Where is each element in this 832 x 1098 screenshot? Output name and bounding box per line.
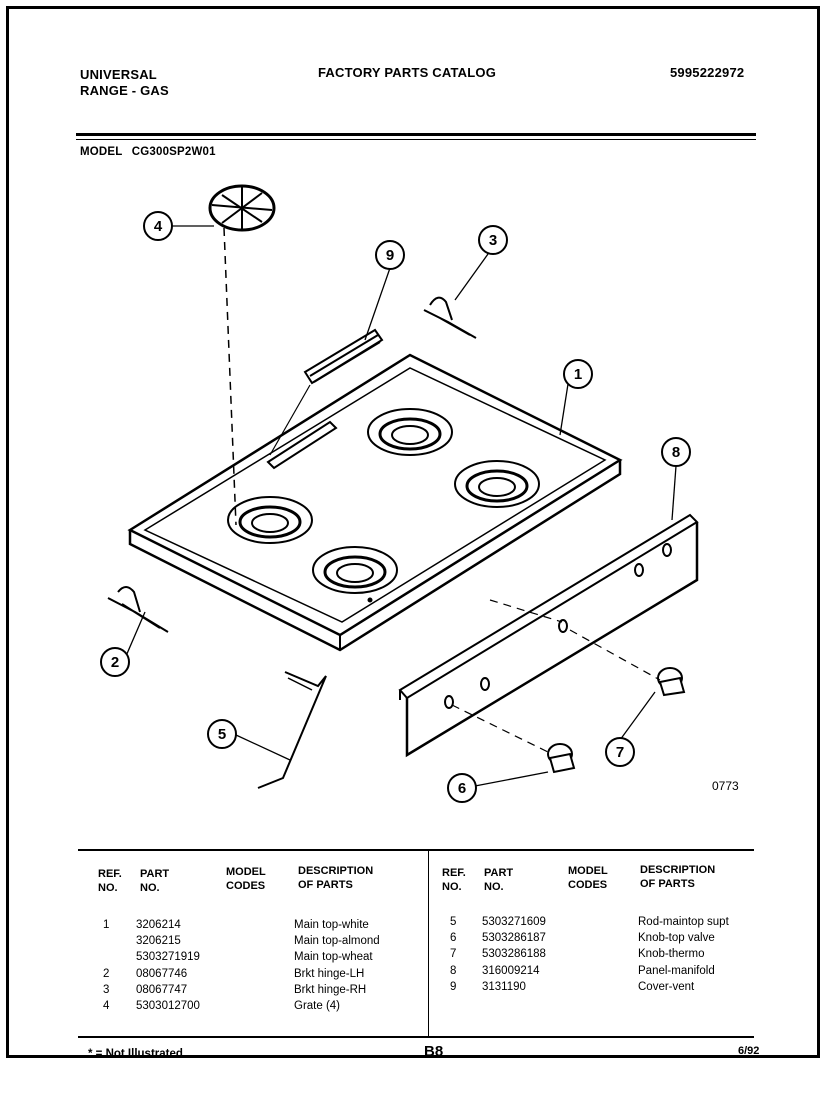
not-illustrated-note: * = Not Illustrated [88,1048,183,1060]
part-ref: 2 [103,967,110,980]
callouts: 4 9 3 1 8 2 5 7 6 [100,211,691,803]
knob-top-valve [547,743,576,774]
main-top [127,353,623,652]
part-desc: Main top-almond [294,935,380,948]
part-desc: Main top-wheat [294,951,373,964]
part-ref: 1 [103,919,110,931]
part-desc: Knob-thermo [638,948,705,961]
knob-thermo [657,667,686,697]
callout-4: 4 [154,218,163,235]
callout-7: 7 [616,744,624,761]
part-desc: Cover-vent [638,980,695,993]
hdr-desc-right: DESCRIPTION OF PARTS [640,864,716,890]
part-ref: 7 [450,948,457,961]
part-ref: 9 [450,980,457,993]
hdr-part-right: PART NO. [484,867,514,893]
hdr-model-right: MODEL CODES [568,865,608,891]
catalog-number: 5995222972 [670,65,745,80]
part-part: 5303286188 [482,948,546,961]
part-part: 5303012700 [136,1000,200,1012]
part-part: 08067747 [136,983,188,996]
burner-rear-left [227,496,313,544]
callout-3: 3 [489,232,497,249]
hdr-ref-left: REF. NO. [98,868,122,894]
part-desc: Rod-maintop supt [638,916,729,928]
page-border [6,6,820,1058]
hinge-rh [423,296,477,339]
part-part: 3206215 [136,935,181,948]
brand-line-1: UNIVERSAL [80,67,157,82]
table-top-rule [78,849,754,851]
figure-code: 0773 [712,779,739,793]
callout-2: 2 [111,654,119,671]
callout-9: 9 [386,247,394,264]
rod-maintop-support [257,671,327,789]
part-desc: Knob-top valve [638,932,715,945]
hinge-lh [107,586,169,633]
part-ref: 4 [103,1000,110,1012]
exploded-parts-diagram: 4 9 3 1 8 2 5 7 6 0773 [100,184,739,803]
cover-vent [303,328,384,385]
callout-1: 1 [574,366,582,383]
page-number: B8 [424,1043,444,1060]
burner-rear-right [367,408,453,456]
part-part: 3131190 [482,980,526,993]
callout-6: 6 [458,780,466,797]
callout-8: 8 [672,444,680,461]
part-part: 316009214 [482,964,540,977]
part-ref: 8 [450,964,457,977]
hdr-model-left: MODEL CODES [226,866,266,892]
burner-front-right [454,460,540,508]
part-ref: 6 [450,932,457,945]
model-number: CG300SP2W01 [131,146,216,158]
part-ref: 3 [103,983,110,996]
part-ref: 5 [450,916,457,928]
header-rule-thick [76,133,756,136]
part-desc: Brkt hinge-RH [294,983,367,996]
part-part: 3206214 [136,919,181,931]
model-line: MODEL CG300SP2W01 [80,146,216,158]
hdr-ref-right: REF. NO. [442,867,466,893]
hdr-desc-left: DESCRIPTION OF PARTS [298,865,374,891]
panel-manifold [398,513,699,758]
table-divider [428,851,429,1037]
part-part: 5303286187 [482,932,546,945]
catalog-date: 6/92 [738,1045,760,1057]
part-desc: Main top-white [294,919,369,931]
part-part: 08067746 [136,967,188,980]
callout-5: 5 [218,726,226,743]
part-desc: Grate (4) [294,1000,341,1012]
part-desc: Panel-manifold [638,964,715,977]
hdr-part-left: PART NO. [140,868,170,894]
part-part: 5303271609 [482,916,546,928]
catalog-title: FACTORY PARTS CATALOG [318,65,497,80]
brand-line-2: RANGE - GAS [80,83,169,98]
burner-front-left [312,546,398,594]
model-label: MODEL [80,146,123,158]
table-bottom-rule [78,1036,754,1038]
grate [208,184,276,232]
part-part: 5303271919 [136,951,200,964]
part-desc: Brkt hinge-LH [294,967,365,980]
header-rule-thin [76,139,756,140]
